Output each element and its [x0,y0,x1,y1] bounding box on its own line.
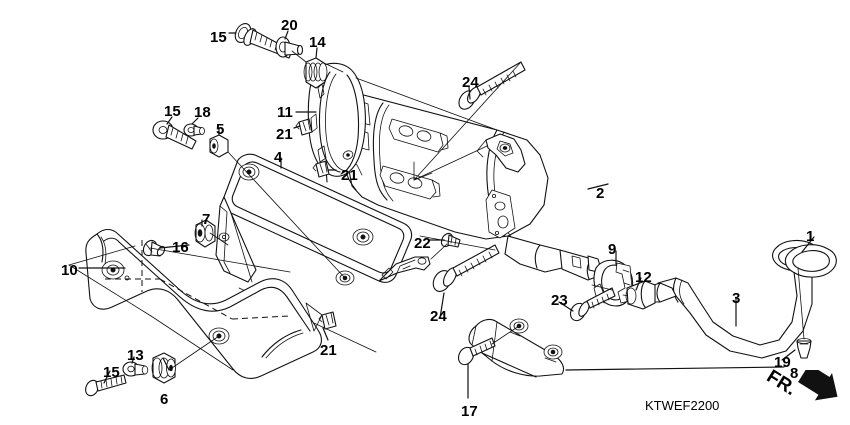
plug-19-art [796,338,812,359]
callout-3: 3 [732,290,741,307]
callout-6: 6 [160,391,169,408]
collar-20-art [275,36,304,58]
callout-4: 4 [274,149,283,166]
washer-18-art [183,123,205,137]
bolt-15-mid-art [152,120,197,150]
callout-15-top: 15 [210,29,227,46]
bolt-23-art [569,287,616,322]
callout-16: 16 [172,239,189,256]
bolt-17-art [457,337,496,366]
callout-8: 8 [790,365,799,382]
clip-21-upper-art [295,118,313,136]
callout-24-upper: 24 [462,74,479,91]
clip-21-lower-art [305,302,337,332]
callout-11: 11 [277,104,293,121]
callout-15-mid: 15 [164,103,181,120]
muffler-protector-art [215,153,431,353]
callout-19: 19 [774,354,791,371]
callout-2: 2 [596,185,605,202]
bolt-15-bottom-art [85,374,127,397]
callout-13: 13 [127,347,144,364]
callout-18: 18 [194,104,211,121]
collar-5-art [209,134,229,158]
washer-13-art [122,361,149,377]
callout-15-bottom: 15 [103,364,120,381]
diagram-code: KTWEF2200 [645,398,720,413]
callout-5: 5 [216,121,225,138]
callout-14: 14 [309,34,326,51]
pipe-stay-art [468,318,565,378]
callout-21-mid: 21 [341,167,358,184]
callout-22: 22 [414,235,431,252]
clip-21-mid-art [312,160,330,178]
bolt-24-lower-art [432,244,500,292]
callout-21-upper: 21 [276,126,293,143]
callout-17: 17 [461,403,478,420]
callout-21-lower: 21 [320,342,337,359]
callout-10: 10 [61,262,78,279]
callout-12: 12 [635,269,652,286]
exhaust-pipe-gasket-art [784,244,837,278]
callout-7: 7 [202,211,211,228]
grommet-7-art [194,219,216,248]
bolt-22-art [440,232,461,248]
grommet-6-art [151,352,176,384]
muffler-body-art [341,91,601,281]
muffler-end-cover-art [307,62,366,183]
leader-lines [78,30,815,399]
callout-20: 20 [281,17,298,34]
collar-12-art [625,280,656,310]
lower-heat-shield-art [68,228,322,379]
callout-1: 1 [806,228,815,245]
collar-14-art [303,57,328,89]
callout-9: 9 [608,241,617,258]
callout-23: 23 [551,292,568,309]
callout-24-lower: 24 [430,308,447,325]
front-direction-arrow-icon [798,370,838,401]
